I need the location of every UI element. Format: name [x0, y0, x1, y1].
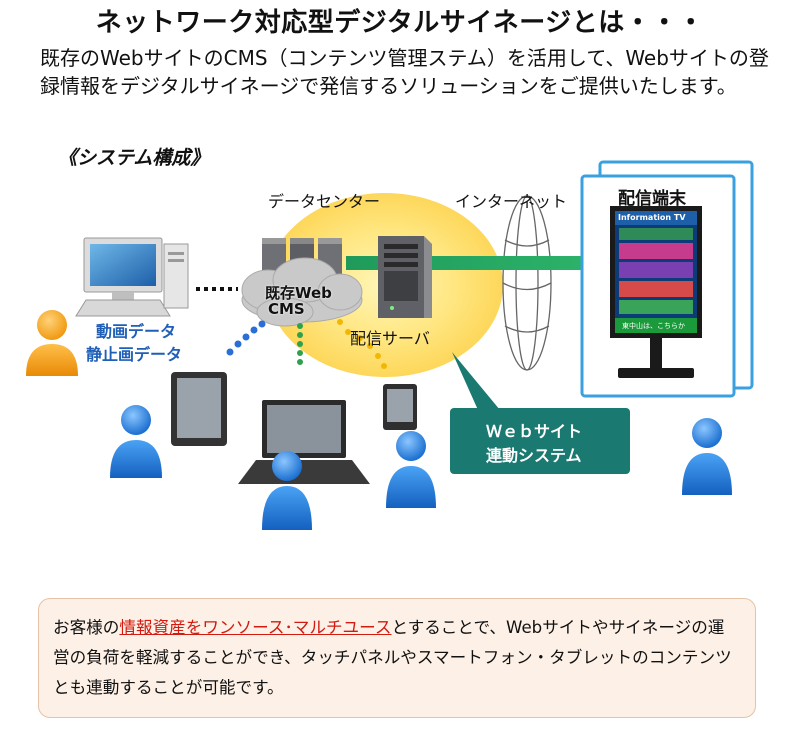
terminal-label: 配信端末	[618, 189, 686, 209]
summary-box: お客様の情報資産をワンソース･マルチユースとすることで、Webサイトやサイネージ…	[38, 598, 756, 718]
person-icon	[110, 405, 162, 478]
internet-label: インターネット	[455, 192, 568, 211]
web-link-label-line1: Ｗｅｂサイト	[486, 422, 583, 441]
person-icon	[386, 431, 436, 508]
tablet-icon	[171, 372, 227, 446]
section-heading: 《システム構成》	[58, 147, 210, 169]
connection-green-dots	[297, 323, 303, 365]
server-label: 配信サーバ	[350, 329, 430, 348]
connection-yellow-dots	[337, 319, 387, 369]
web-link-callout	[450, 352, 630, 474]
internet-globe-icon	[502, 195, 552, 371]
server-tower-icon	[378, 236, 432, 318]
still-data-label: 静止画データ	[86, 345, 183, 364]
cloud-icon	[241, 257, 363, 327]
summary-text-before: お客様の	[53, 618, 120, 637]
video-data-label: 動画データ	[96, 322, 177, 341]
person-icon	[682, 418, 732, 495]
person-icon	[262, 451, 312, 530]
cms-label-line2: CMS	[268, 300, 305, 318]
smartphone-icon	[383, 384, 417, 430]
web-link-label-line2: 連動システム	[486, 446, 582, 465]
laptop-icon	[238, 400, 370, 484]
digital-signage-icon	[610, 206, 702, 378]
person-icon	[26, 310, 78, 376]
data-center-label: データセンター	[268, 192, 381, 211]
page-title: ネットワーク対応型デジタルサイネージとは・・・	[95, 8, 705, 38]
screen-header: Information TV	[618, 213, 686, 222]
intro-text: 既存のWebサイトのCMS（コンテンツ管理ステム）を活用して、Webサイトの登録…	[40, 46, 769, 98]
summary-highlight: 情報資産をワンソース･マルチユース	[119, 618, 392, 637]
connection-blue-dots	[226, 320, 266, 356]
desktop-computer-icon	[75, 237, 189, 317]
screen-footer: 東中山は、こちらか	[622, 322, 685, 330]
cms-label-line1: 既存Web	[265, 284, 332, 302]
summary-text-after: とすることで、Webサイトやサイネージの運営の負荷を軽減することができ、タッチパ…	[53, 618, 732, 697]
